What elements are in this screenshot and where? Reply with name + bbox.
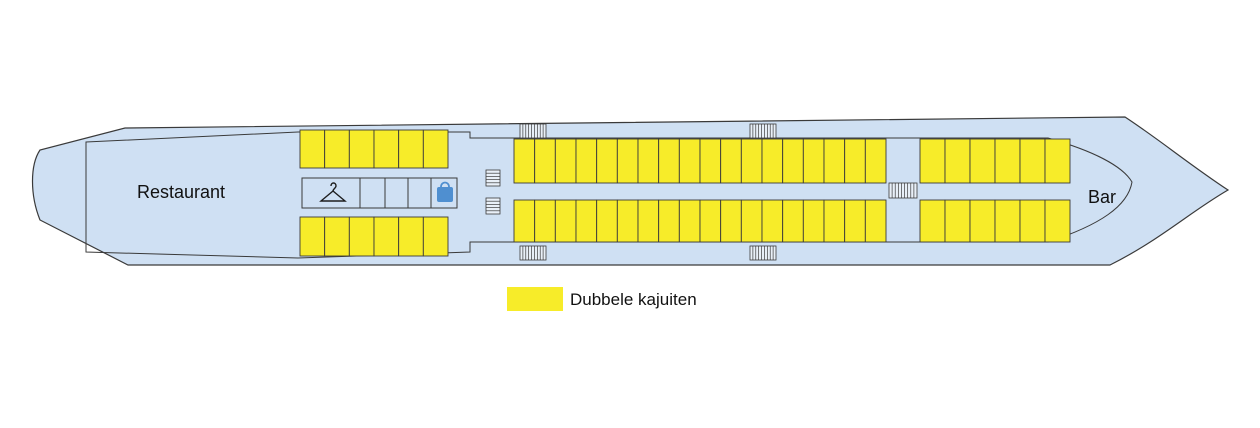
hanger-icon	[319, 182, 347, 202]
double-cabin	[1044, 199, 1071, 243]
double-cabin	[782, 199, 804, 243]
bar-label: Bar	[1088, 187, 1116, 207]
double-cabin	[534, 138, 556, 184]
double-cabin	[422, 216, 449, 257]
double-cabin	[740, 199, 763, 243]
double-cabin	[919, 199, 946, 243]
double-cabin	[373, 216, 400, 257]
double-cabin	[678, 138, 701, 184]
double-cabin	[699, 138, 722, 184]
double-cabin	[761, 199, 784, 243]
double-cabin	[864, 138, 887, 184]
double-cabin	[575, 138, 598, 184]
double-cabin	[944, 138, 971, 184]
double-cabin	[554, 138, 577, 184]
double-cabin	[299, 129, 326, 169]
double-cabin	[534, 199, 556, 243]
double-cabin	[373, 129, 400, 169]
double-cabin	[678, 199, 701, 243]
cabins-group	[299, 129, 1071, 257]
double-cabin	[802, 138, 825, 184]
legend-label: Dubbele kajuiten	[570, 290, 697, 309]
double-cabin	[944, 199, 971, 243]
restaurant-label: Restaurant	[137, 182, 225, 202]
double-cabin	[740, 138, 763, 184]
double-cabin	[994, 199, 1021, 243]
double-cabin	[596, 138, 618, 184]
stairs-icon	[749, 123, 777, 139]
service-room-strip	[301, 177, 458, 209]
double-cabin	[919, 138, 946, 184]
double-cabin	[844, 199, 866, 243]
double-cabin	[348, 129, 375, 169]
double-cabin	[513, 138, 536, 184]
double-cabin	[398, 129, 424, 169]
double-cabin	[554, 199, 577, 243]
stairs-group	[485, 123, 918, 261]
stairs-icon	[888, 182, 918, 199]
double-cabin	[513, 199, 536, 243]
double-cabin	[823, 138, 846, 184]
double-cabin	[637, 138, 660, 184]
double-cabin	[398, 216, 424, 257]
double-cabin	[616, 199, 639, 243]
double-cabin	[994, 138, 1021, 184]
double-cabin	[637, 199, 660, 243]
double-cabin	[823, 199, 846, 243]
double-cabin	[720, 138, 742, 184]
double-cabin	[324, 216, 350, 257]
double-cabin	[782, 138, 804, 184]
double-cabin	[844, 138, 866, 184]
double-cabin	[658, 199, 680, 243]
double-cabin	[299, 216, 326, 257]
double-cabin	[720, 199, 742, 243]
double-cabin	[596, 199, 618, 243]
double-cabin	[864, 199, 887, 243]
double-cabin	[575, 199, 598, 243]
double-cabin	[616, 138, 639, 184]
double-cabin	[802, 199, 825, 243]
double-cabin	[969, 138, 996, 184]
double-cabin	[422, 129, 449, 169]
double-cabin	[348, 216, 375, 257]
legend-swatch	[507, 287, 563, 311]
double-cabin	[1019, 138, 1046, 184]
double-cabin	[1044, 138, 1071, 184]
stairs-icon	[485, 197, 501, 215]
stairs-icon	[485, 169, 501, 187]
double-cabin	[699, 199, 722, 243]
stairs-icon	[519, 123, 547, 139]
double-cabin	[761, 138, 784, 184]
stairs-icon	[519, 245, 547, 261]
double-cabin	[658, 138, 680, 184]
stairs-icon	[749, 245, 777, 261]
shopping-bag-icon	[437, 181, 453, 202]
double-cabin	[1019, 199, 1046, 243]
double-cabin	[969, 199, 996, 243]
double-cabin	[324, 129, 350, 169]
